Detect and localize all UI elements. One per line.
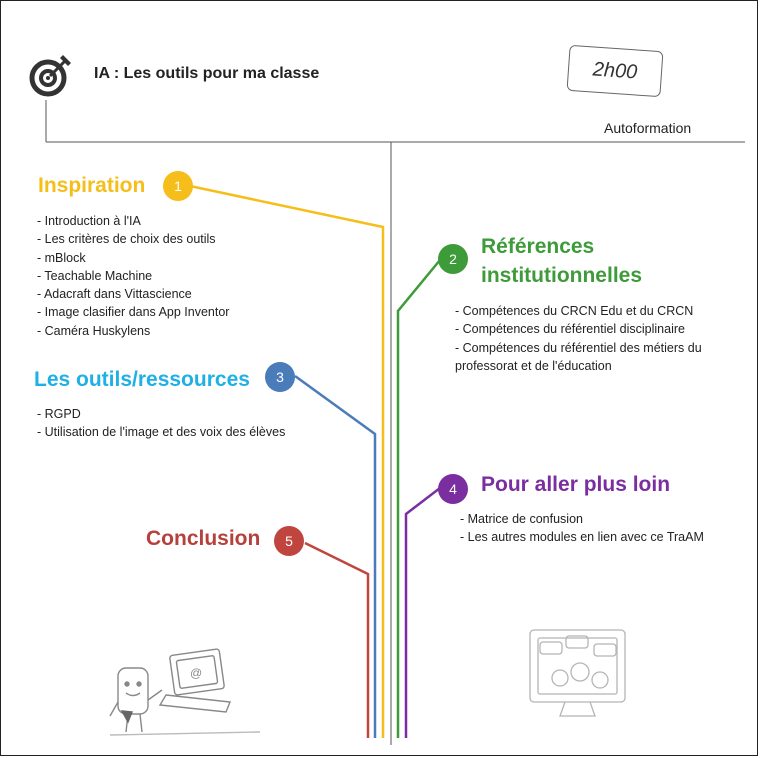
target-icon [29, 55, 71, 97]
mode-label: Autoformation [604, 120, 692, 136]
list-item: professorat et de l'éducation [455, 358, 612, 373]
section-1-list: - Introduction à l'IA - Les critères de … [37, 212, 229, 340]
list-item: - Caméra Huskylens [37, 323, 151, 338]
section-4-title: Pour aller plus loin [481, 473, 671, 496]
section-2-title: Références institutionnelles [481, 232, 642, 290]
list-item: - Compétences du CRCN Edu et du CRCN [455, 304, 694, 318]
list-item: - Les autres modules en lien avec ce Tra… [460, 530, 704, 545]
connector-3 [294, 374, 377, 738]
section-3-list: - RGPD - Utilisation de l'image et des v… [37, 405, 285, 442]
connector-2 [396, 259, 441, 738]
duration-badge: 2h00 [566, 44, 664, 98]
list-item: - Adacraft dans Vittascience [37, 287, 192, 302]
section-2-badge: 2 [438, 244, 468, 274]
list-item: - Introduction à l'IA [37, 214, 141, 228]
section-3-badge: 3 [265, 362, 295, 392]
section-1-title: Inspiration [38, 174, 146, 197]
section-4-list: - Matrice de confusion - Les autres modu… [460, 510, 704, 547]
section-5-title: Conclusion [146, 527, 261, 550]
list-item: - Les critères de choix des outils [37, 232, 216, 247]
list-item: - Teachable Machine [37, 268, 153, 283]
list-item: - Matrice de confusion [460, 512, 583, 526]
duration-label: 2h00 [592, 58, 638, 84]
list-item: - RGPD [37, 407, 81, 421]
page-title: IA : Les outils pour ma classe [94, 65, 320, 82]
section-3-title: Les outils/ressources [34, 368, 250, 391]
list-item: - Image clasifier dans App Inventor [37, 305, 230, 320]
list-item: - Compétences du référentiel des métiers… [455, 340, 702, 355]
section-1-badge: 1 [163, 171, 193, 201]
connector-1 [189, 184, 385, 738]
computer-illustration [529, 629, 626, 717]
section-2-list: - Compétences du CRCN Edu et du CRCN - C… [455, 302, 702, 375]
connector-4 [404, 487, 441, 738]
list-item: - mBlock [37, 250, 86, 265]
teacher-illustration: @ [109, 648, 261, 736]
section-2-title-line: Références [481, 235, 595, 258]
section-2-title-line: institutionnelles [481, 264, 643, 287]
list-item: - Utilisation de l'image et des voix des… [37, 425, 286, 440]
section-5-badge: 5 [274, 526, 304, 556]
section-4-badge: 4 [438, 474, 468, 504]
list-item: - Compétences du référentiel disciplinai… [455, 322, 685, 337]
svg-text:@: @ [190, 666, 202, 680]
connector-5 [304, 541, 370, 738]
